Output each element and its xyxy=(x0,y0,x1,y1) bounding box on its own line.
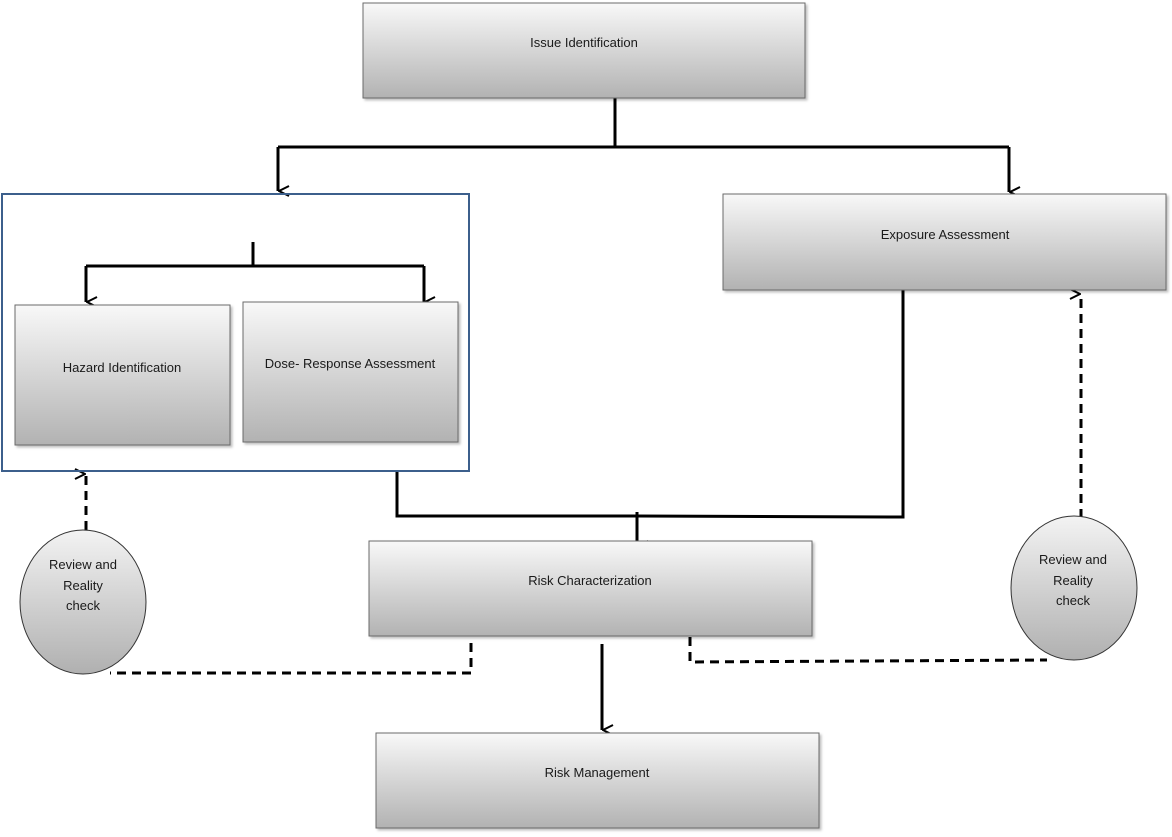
review-reality-check-left: Review and Reality check xyxy=(19,529,147,675)
review-left-line-1: Review and xyxy=(49,557,117,572)
hazard-assessment-group xyxy=(1,193,470,472)
review-left-line-2: Reality xyxy=(63,578,103,593)
risk-management-label: Risk Management xyxy=(545,765,650,780)
review-right-line-2: Reality xyxy=(1053,573,1093,588)
review-left-line-3: check xyxy=(66,598,100,613)
review-right-line-1: Review and xyxy=(1039,552,1107,567)
dose-response-assessment-label: Dose- Response Assessment xyxy=(265,356,436,371)
connector-group-to-risk xyxy=(395,471,637,518)
dashed-risk-to-review-left xyxy=(110,643,473,675)
review-right-line-3: check xyxy=(1056,593,1090,608)
exposure-assessment-label: Exposure Assessment xyxy=(881,227,1010,242)
feedback-connectors xyxy=(86,294,1083,675)
exposure-assessment-box: Exposure Assessment xyxy=(722,193,1167,291)
issue-identification-label: Issue Identification xyxy=(530,35,638,50)
review-reality-check-right: Review and Reality check xyxy=(1010,515,1138,661)
connector-exposure-to-risk xyxy=(636,290,905,519)
connectors xyxy=(84,98,1009,730)
risk-management-box: Risk Management xyxy=(375,732,820,829)
risk-characterization-label: Risk Characterization xyxy=(528,573,652,588)
hazard-identification-label: Hazard Identification xyxy=(63,360,182,375)
dashed-risk-to-review-right xyxy=(688,637,1048,664)
risk-characterization-box: Risk Characterization xyxy=(368,540,813,637)
dose-response-assessment-box: Dose- Response Assessment xyxy=(242,301,459,443)
issue-identification-box: Issue Identification xyxy=(362,2,806,99)
hazard-identification-box: Hazard Identification xyxy=(14,304,231,446)
